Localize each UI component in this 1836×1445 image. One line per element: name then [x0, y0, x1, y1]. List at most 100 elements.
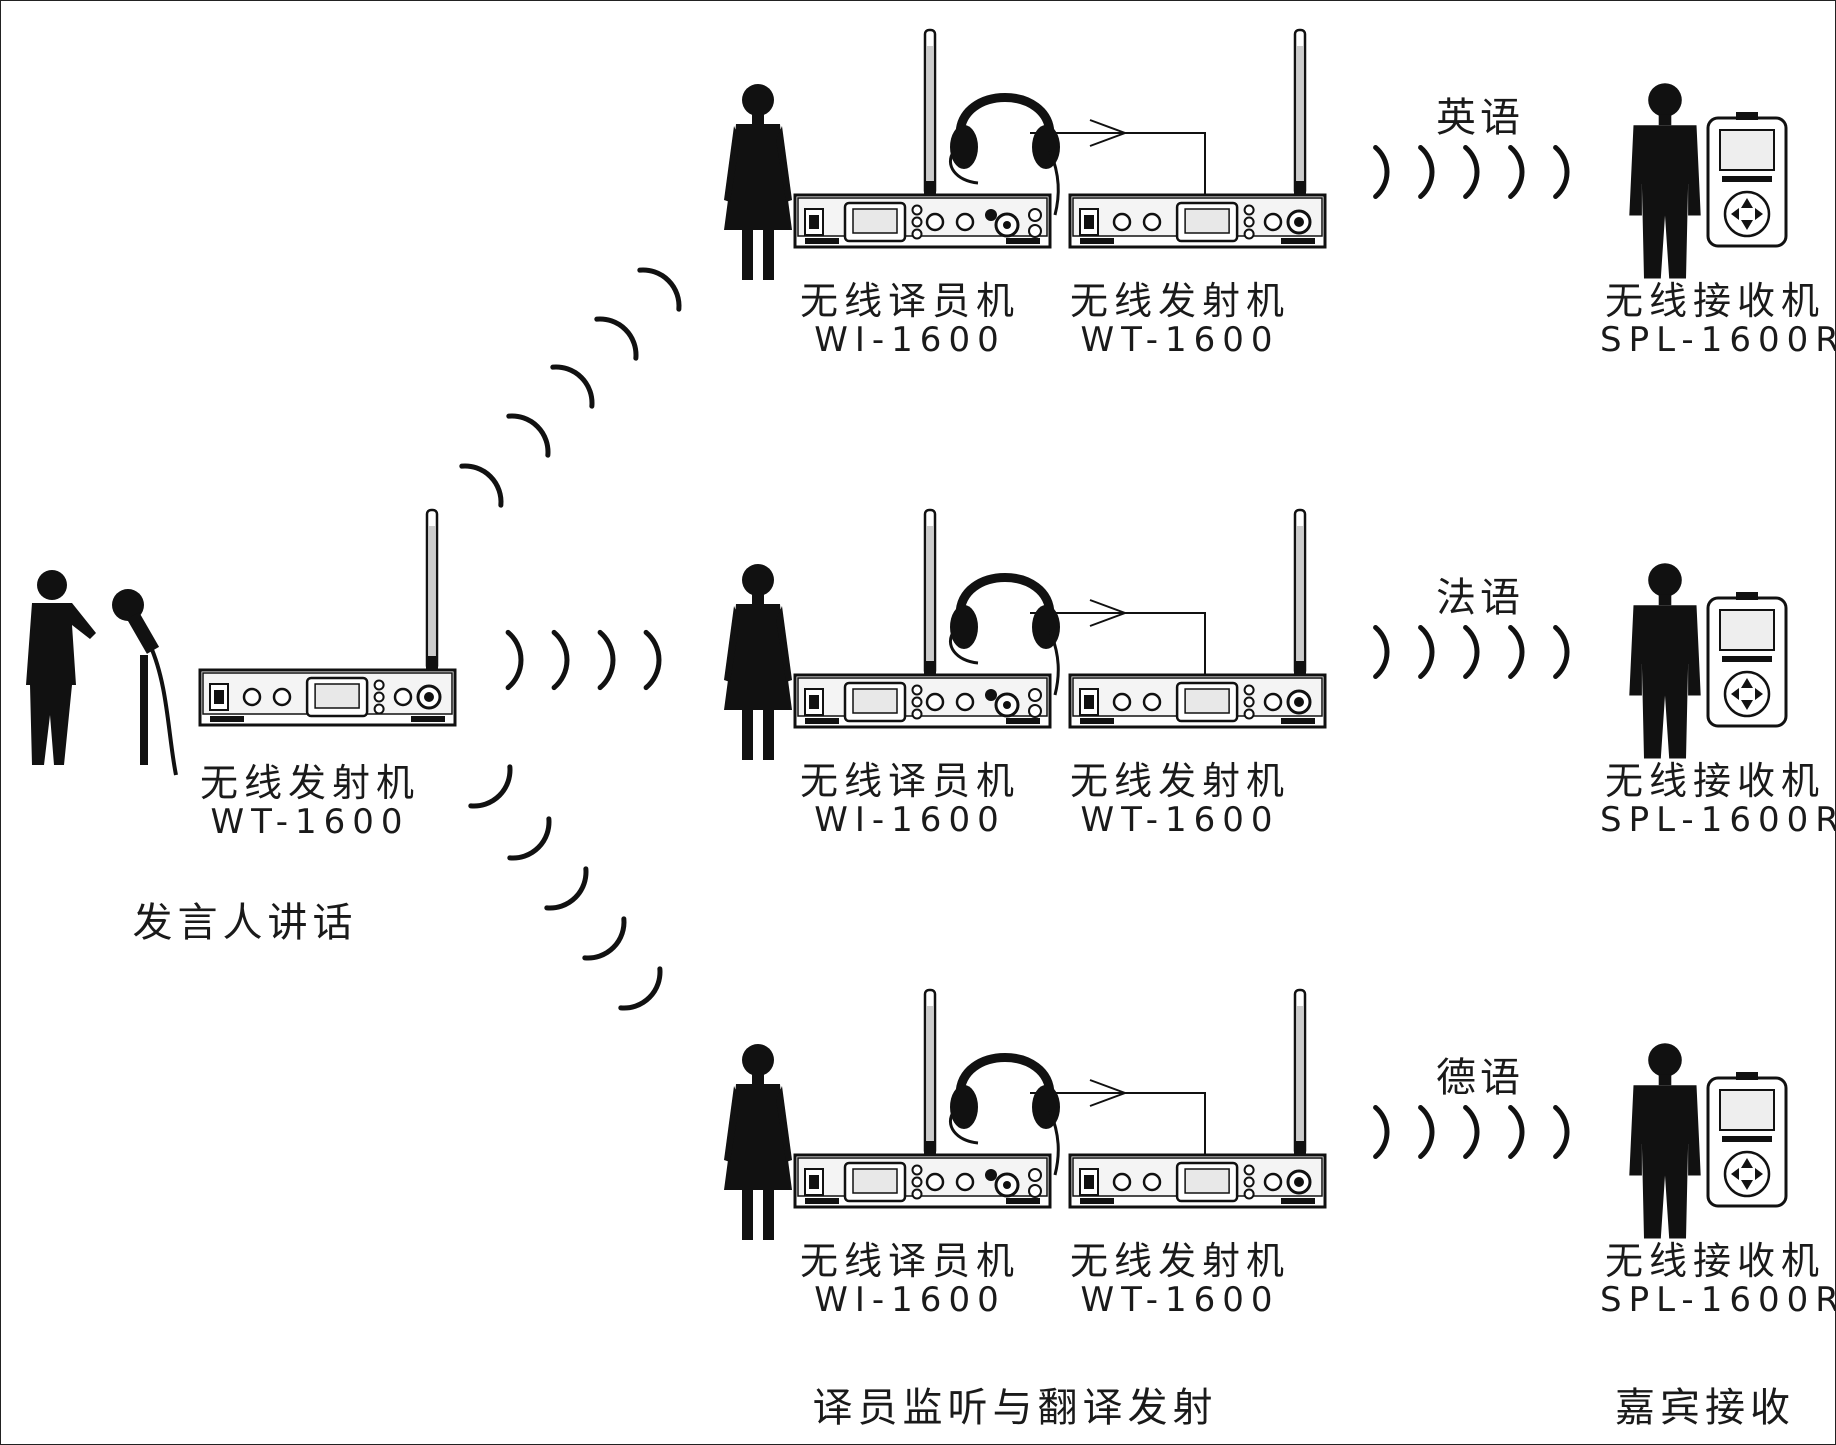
lcd-screen [852, 208, 898, 234]
radio-wave-arc [1508, 145, 1525, 199]
arm [776, 126, 792, 202]
neck [1658, 1074, 1672, 1086]
volume-knob [242, 687, 262, 707]
power-rocker [809, 1175, 819, 1189]
signal-arrow [1089, 119, 1128, 147]
guest-person-icon [1629, 83, 1701, 279]
transmitter-unit [1068, 193, 1327, 249]
foot [805, 238, 839, 244]
receiver-clip [1736, 1072, 1758, 1080]
power-rocker [1084, 1175, 1094, 1189]
guest-caption: 嘉宾接收 [1615, 1385, 1795, 1431]
mic-jack-core [1003, 221, 1011, 229]
leg [742, 1190, 753, 1240]
ear-jack [1028, 1168, 1042, 1182]
antenna-shaft [1297, 46, 1303, 181]
transmitter-name: 无线发射机 [1069, 1239, 1290, 1283]
radio-wave-arc [1373, 625, 1390, 679]
leg [763, 1190, 774, 1240]
torso [1629, 605, 1701, 696]
volume-knob [955, 692, 975, 712]
headset-icon [948, 573, 1060, 696]
radio-wave-down [507, 816, 552, 861]
radio-wave-arc [1553, 145, 1570, 199]
nav-button [911, 1188, 923, 1200]
foot [1080, 1198, 1114, 1204]
foot [1080, 718, 1114, 724]
legs [1641, 184, 1689, 279]
lcd-screen [1184, 208, 1230, 234]
device-group [198, 28, 1788, 1209]
leg [763, 230, 774, 280]
ear-cup [950, 125, 978, 169]
radio-wave-arc [507, 816, 552, 861]
receiver-screen [1719, 609, 1775, 651]
transmitter-model: WT-1600 [1080, 800, 1280, 840]
radio-wave-up [594, 316, 639, 361]
receiver-name: 无线接收机 [1604, 759, 1825, 803]
antenna-jack-core [424, 692, 434, 702]
radio-wave-arc [1553, 625, 1570, 679]
transmitter-unit [198, 668, 457, 727]
antenna-base [924, 1141, 936, 1155]
radio-wave-arc [637, 267, 682, 312]
torso [1629, 1085, 1701, 1176]
headband [955, 573, 1055, 616]
interpreter-person-icon [724, 84, 792, 280]
power-rocker [809, 695, 819, 709]
transmitter-unit [1068, 673, 1327, 729]
speaker-transmitter-model: WT-1600 [210, 802, 410, 842]
radio-wave-arc [618, 966, 663, 1011]
interpreter-person-icon [724, 564, 792, 760]
legs [1641, 1144, 1689, 1239]
torso [26, 603, 96, 685]
receiver-dpad [1723, 670, 1771, 718]
interpreter-name: 无线译员机 [799, 1239, 1020, 1283]
language-label-french: 法语 [1436, 575, 1524, 621]
nav-button [1243, 696, 1255, 708]
legs [1641, 664, 1689, 759]
foot [411, 716, 445, 722]
speaker-transmitter-name: 无线发射机 [199, 761, 420, 805]
ear-cup [950, 605, 978, 649]
radio-wave-arc [1418, 1105, 1435, 1159]
signal-line [1030, 612, 1206, 675]
arm [724, 126, 740, 202]
pocket-receiver [1706, 112, 1788, 248]
headband [955, 93, 1055, 136]
headset-icon [948, 93, 1060, 216]
signal-arrow [1089, 1079, 1128, 1107]
antenna-base [426, 656, 438, 670]
radio-wave-arc [1463, 145, 1480, 199]
antenna-shaft [927, 46, 933, 181]
lcd-screen [852, 688, 898, 714]
headset-cable [1048, 630, 1060, 696]
ear-jack [1028, 688, 1042, 702]
talk-button [985, 689, 997, 701]
interpreter-unit [793, 1153, 1052, 1209]
receiver-brand-strip [1722, 1136, 1772, 1142]
radio-wave-down [468, 764, 513, 809]
mic-head [112, 589, 144, 621]
people-group [26, 83, 1701, 1240]
volume-knob [955, 212, 975, 232]
headband [955, 1053, 1055, 1096]
mic-stand [140, 655, 148, 765]
antenna-shaft [927, 1006, 933, 1141]
nav-button [911, 204, 923, 216]
head [742, 564, 774, 596]
radio-wave-arc [643, 629, 662, 691]
radio-wave-up [506, 413, 551, 458]
head [37, 570, 67, 600]
power-rocker [1084, 215, 1094, 229]
foot [1281, 1198, 1315, 1204]
ear-cup [1032, 605, 1060, 649]
nav-button [1243, 228, 1255, 240]
volume-knob [1142, 692, 1162, 712]
headset-icon [948, 1053, 1060, 1176]
language-label-german: 德语 [1436, 1055, 1524, 1101]
foot [210, 716, 244, 722]
receiver-arrows [1731, 198, 1763, 230]
volume-knob [272, 687, 292, 707]
